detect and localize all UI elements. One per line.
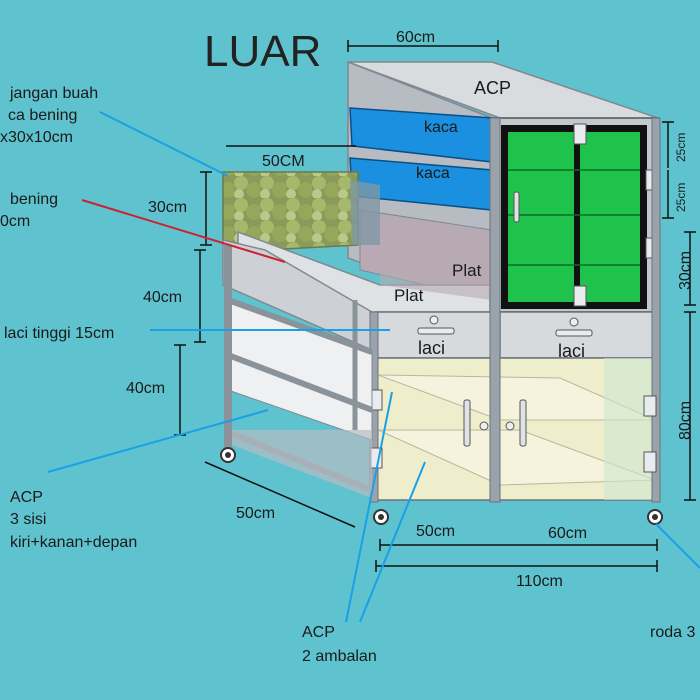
shelf-back xyxy=(232,430,372,498)
fruit-glass-box xyxy=(222,171,359,251)
plat-front-label: Plat xyxy=(394,286,424,305)
laci-right-label: laci xyxy=(558,341,585,361)
door-handle-icon[interactable] xyxy=(513,191,520,223)
v80-label: 80cm xyxy=(677,401,694,440)
top-width-label: 60cm xyxy=(396,29,435,46)
acp-bottom-line1: ACP xyxy=(302,624,335,641)
forty-cm-label-2: 40cm xyxy=(126,380,165,397)
drawer-lock-icon xyxy=(569,317,579,327)
partial-buah-line3: x30x10cm xyxy=(0,129,73,146)
v25b-label: 25cm xyxy=(674,183,688,212)
width-50-bottom-label: 50cm xyxy=(416,523,455,540)
fifty-cm-top-label: 50CM xyxy=(262,153,305,170)
lock-icon xyxy=(479,421,489,431)
glass-door-right xyxy=(580,132,640,302)
acp-top-label: ACP xyxy=(474,78,511,98)
plat-right-panel xyxy=(380,230,492,300)
drawer-handle-icon[interactable] xyxy=(417,327,455,335)
partial-buah-line2: ca bening xyxy=(8,107,77,124)
width-50-bottom-left-label: 50cm xyxy=(236,505,275,522)
v30-label: 30cm xyxy=(677,251,694,290)
door-handle-icon[interactable] xyxy=(519,399,527,447)
roda-label: roda 3 xyxy=(650,624,695,641)
drawer-lock-icon xyxy=(429,315,439,325)
door-handle-icon[interactable] xyxy=(463,399,471,447)
hinge-icon xyxy=(643,451,657,473)
acp-left-line2: 3 sisi xyxy=(10,511,46,528)
forty-cm-label-1: 40cm xyxy=(143,289,182,306)
hinge-icon xyxy=(573,123,587,145)
left-frame-rail xyxy=(226,297,374,355)
leader-lines xyxy=(47,111,700,623)
acp-left-line1: ACP xyxy=(10,489,43,506)
fruit-glass-side xyxy=(350,180,380,245)
acp-bottom-line2: 2 ambalan xyxy=(302,648,377,665)
drawer-handle-icon[interactable] xyxy=(555,329,593,337)
kaca-label-1: kaca xyxy=(424,119,458,136)
plat-right-label: Plat xyxy=(452,261,482,280)
v25a-label: 25cm xyxy=(674,133,688,162)
width-60-bottom-label: 60cm xyxy=(548,525,587,542)
partial-buah-line1: jangan buah xyxy=(9,85,98,102)
dimension-lines xyxy=(174,40,696,572)
acp-left-line3: kiri+kanan+depan xyxy=(10,534,137,551)
partial-bening-line1: bening xyxy=(10,191,58,208)
partial-bening-line2: 0cm xyxy=(0,213,30,230)
hinge-icon xyxy=(573,285,587,307)
lower-side-panel-right xyxy=(604,358,658,500)
thirty-cm-left-label: 30cm xyxy=(148,199,187,216)
page-title: LUAR xyxy=(204,27,321,76)
lock-icon xyxy=(505,421,515,431)
hinge-icon xyxy=(643,395,657,417)
cabinet-post xyxy=(489,117,501,503)
kaca-label-2: kaca xyxy=(416,165,450,182)
width-110-label: 110cm xyxy=(516,573,563,590)
laci-tinggi-label: laci tinggi 15cm xyxy=(4,325,114,342)
cabinet-post xyxy=(651,117,661,503)
laci-left-label: laci xyxy=(418,338,445,358)
left-frame-rail xyxy=(226,352,374,413)
